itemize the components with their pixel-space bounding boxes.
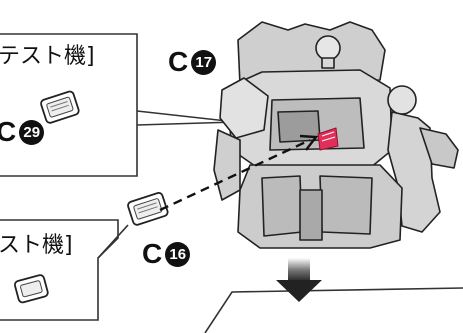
top-callout-frame [0,33,237,177]
attach-arrow-icon [159,134,319,212]
top-callout-part-code: C 29 [0,116,45,147]
part-letter: C [142,238,163,269]
part-piece-icon [127,192,169,226]
bottom-callout-label: スト機] [0,233,73,258]
down-arrow-icon [276,258,322,302]
bottom-callout-frame [0,219,129,321]
part-piece-icon [40,90,80,124]
part-number-badge: 16 [165,241,191,267]
attach-point-marker [317,127,339,151]
loose-part-code: C 16 [142,238,191,269]
next-step-frame [204,287,463,333]
part-letter: C [0,116,17,147]
robot-part-code: C 17 [168,46,217,77]
robot-illustration [213,21,459,249]
part-piece-icon [13,274,49,304]
part-letter: C [168,46,189,77]
top-callout-label: テスト機] [0,44,95,69]
part-number-badge: 29 [19,119,45,145]
part-number-badge: 17 [191,49,217,75]
